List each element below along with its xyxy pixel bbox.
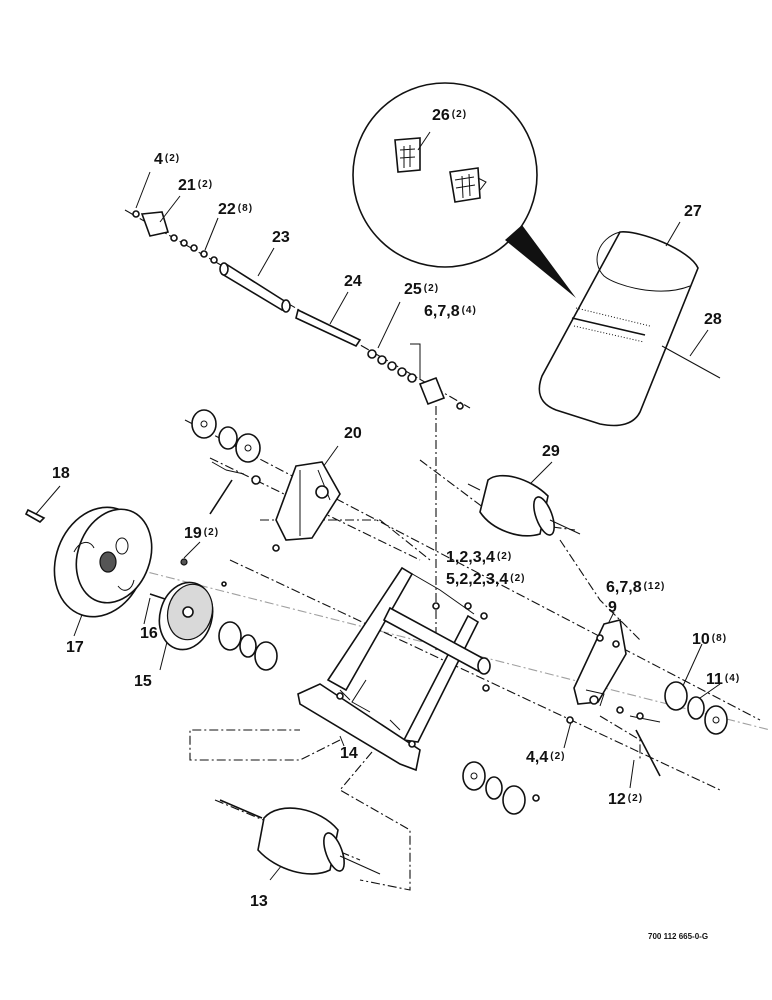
callout-number: 15 bbox=[134, 673, 152, 690]
bearing-flanges-upper bbox=[191, 409, 261, 463]
callout-25: 25(2) bbox=[404, 282, 439, 298]
lacing-clip-left bbox=[394, 137, 421, 173]
callout-number: 16 bbox=[140, 625, 158, 642]
callout-number: 24 bbox=[344, 273, 362, 290]
callout-number: 17 bbox=[66, 639, 84, 656]
callout-5-2-2-3-4: 5,2,2,3,4(2) bbox=[446, 572, 526, 588]
callout-number: 18 bbox=[52, 465, 70, 482]
callout-6-7-8-b: 6,7,8(12) bbox=[606, 580, 665, 596]
callout-number: 27 bbox=[684, 203, 702, 220]
bearing-flanges-right bbox=[664, 681, 728, 735]
callout-number: 6,7,8 bbox=[606, 579, 642, 596]
lacing-clip-right bbox=[449, 167, 487, 203]
callout-qty: (2) bbox=[423, 283, 440, 294]
callout-qty: (8) bbox=[237, 203, 254, 214]
callout-4: 4(2) bbox=[154, 152, 180, 168]
callout-10: 10(8) bbox=[692, 632, 727, 648]
callout-number: 10 bbox=[692, 631, 710, 648]
callout-number: 23 bbox=[272, 229, 290, 246]
callout-9: 9 bbox=[608, 600, 619, 616]
callout-number: 20 bbox=[344, 425, 362, 442]
callout-number: 11 bbox=[706, 671, 723, 688]
pulley-17 bbox=[24, 506, 169, 618]
callout-qty: (2) bbox=[496, 551, 513, 562]
bracket-20 bbox=[209, 461, 341, 552]
roller-23 bbox=[221, 262, 288, 312]
callout-qty: (4) bbox=[724, 673, 741, 684]
callout-17: 17 bbox=[66, 640, 86, 656]
callout-19: 19(2) bbox=[184, 526, 219, 542]
callout-number: 13 bbox=[250, 893, 268, 910]
callout-24: 24 bbox=[344, 274, 364, 290]
callout-1-2-3-4: 1,2,3,4(2) bbox=[446, 550, 512, 566]
frame-14 bbox=[297, 566, 491, 772]
callout-number: 29 bbox=[542, 443, 560, 460]
callout-qty: (2) bbox=[164, 153, 181, 164]
shaft-24 bbox=[295, 308, 362, 348]
sprocket-15 bbox=[158, 558, 227, 651]
bracket-21 bbox=[140, 211, 170, 237]
callout-16: 16 bbox=[140, 626, 160, 642]
callout-number: 26 bbox=[432, 107, 450, 124]
callout-11: 11(4) bbox=[706, 672, 740, 688]
callout-number: 25 bbox=[404, 281, 422, 298]
callout-13: 13 bbox=[250, 894, 270, 910]
callout-number: 12 bbox=[608, 791, 626, 808]
callout-number: 21 bbox=[178, 177, 196, 194]
callout-qty: (8) bbox=[711, 633, 728, 644]
callout-number: 22 bbox=[218, 201, 236, 218]
callout-22: 22(8) bbox=[218, 202, 253, 218]
callout-number: 6,7,8 bbox=[424, 303, 460, 320]
callout-18: 18 bbox=[52, 466, 72, 482]
callout-4-4: 4,4(2) bbox=[526, 750, 565, 766]
callout-number: 4 bbox=[154, 151, 163, 168]
callout-qty: (2) bbox=[510, 573, 526, 584]
callout-28: 28 bbox=[704, 312, 724, 328]
callout-number: 9 bbox=[608, 599, 617, 616]
callout-20: 20 bbox=[344, 426, 364, 442]
callout-qty: (4) bbox=[461, 305, 477, 316]
callout-15: 15 bbox=[134, 674, 154, 690]
bracket-right bbox=[418, 376, 446, 406]
callout-27: 27 bbox=[684, 204, 704, 220]
callout-number: 14 bbox=[340, 745, 358, 762]
belt bbox=[538, 231, 721, 427]
callout-qty: (2) bbox=[627, 793, 644, 804]
callout-14: 14 bbox=[340, 746, 360, 762]
callout-6-7-8-a: 6,7,8(4) bbox=[424, 304, 477, 320]
bearing-flanges-mid bbox=[218, 621, 278, 671]
callout-number: 19 bbox=[184, 525, 202, 542]
callout-qty: (2) bbox=[550, 751, 566, 762]
callout-21: 21(2) bbox=[178, 178, 213, 194]
upper-shaft-parts bbox=[124, 209, 471, 410]
bracket-9 bbox=[566, 619, 661, 777]
hardware bbox=[432, 602, 644, 802]
detail-magnifier bbox=[352, 82, 576, 298]
callout-26: 26(2) bbox=[432, 108, 467, 124]
callout-29: 29 bbox=[542, 444, 562, 460]
callout-number: 28 bbox=[704, 311, 722, 328]
callout-number: 5,2,2,3,4 bbox=[446, 571, 509, 588]
pin-18 bbox=[24, 508, 46, 523]
callout-qty: (12) bbox=[643, 581, 666, 592]
callout-12: 12(2) bbox=[608, 792, 643, 808]
callout-number: 1,2,3,4 bbox=[446, 549, 495, 566]
drawing-code: 700 112 665-0-G bbox=[648, 932, 709, 941]
roller-13 bbox=[219, 799, 381, 875]
callout-qty: (2) bbox=[203, 527, 220, 538]
belt-pin bbox=[661, 345, 721, 379]
callout-qty: (2) bbox=[451, 109, 468, 120]
roller-29 bbox=[467, 474, 581, 537]
bearing-flanges-lower bbox=[462, 761, 526, 815]
callout-number: 4,4 bbox=[526, 749, 549, 766]
callout-qty: (2) bbox=[197, 179, 214, 190]
callout-23: 23 bbox=[272, 230, 292, 246]
